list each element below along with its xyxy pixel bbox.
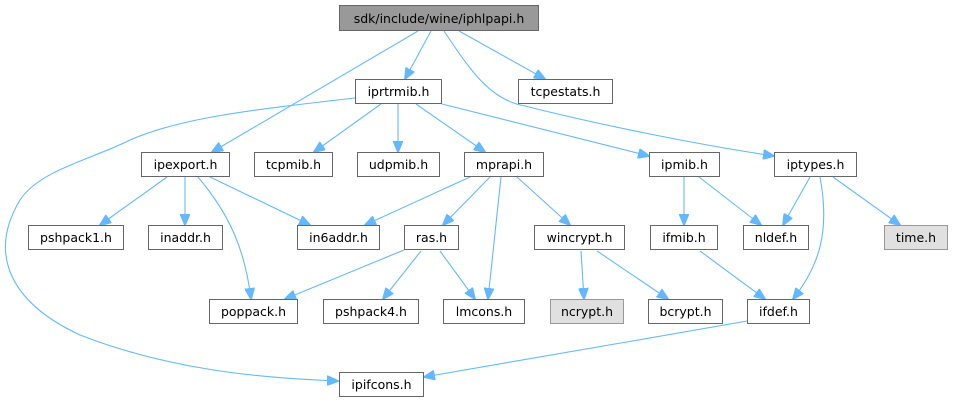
node-ifdef[interactable]: ifdef.h <box>747 299 810 324</box>
node-mprapi[interactable]: mprapi.h <box>464 152 544 177</box>
edge-iprtrmib-mprapi <box>415 103 485 152</box>
edge-mprapi-in6addr <box>365 176 471 225</box>
edge-ras-pshpack4 <box>383 250 422 299</box>
edge-wincrypt-ncrypt <box>581 250 584 299</box>
node-ncrypt: ncrypt.h <box>550 299 624 324</box>
node-poppack[interactable]: poppack.h <box>209 299 298 324</box>
node-tcpmib[interactable]: tcpmib.h <box>254 152 333 177</box>
edge-iprtrmib-tcpmib <box>314 103 382 152</box>
node-time: time.h <box>884 225 948 250</box>
edge-ipmib-nldef <box>698 176 761 225</box>
edge-mprapi-wincrypt <box>516 176 570 225</box>
node-iphlpapi-root[interactable]: sdk/include/wine/iphlpapi.h <box>339 5 539 31</box>
node-in6addr[interactable]: in6addr.h <box>297 225 380 250</box>
node-pshpack4[interactable]: pshpack4.h <box>323 299 419 324</box>
node-bcrypt[interactable]: bcrypt.h <box>648 299 723 324</box>
edge-ras-lmcons <box>439 250 475 299</box>
node-iptypes[interactable]: iptypes.h <box>774 152 857 177</box>
edge-iptypes-ifdef <box>793 176 825 299</box>
node-udpmib[interactable]: udpmib.h <box>357 152 440 177</box>
edge-ipexport-pshpack1 <box>100 176 168 225</box>
node-ipifcons[interactable]: ipifcons.h <box>339 372 424 397</box>
edge-ipexport-in6addr <box>209 176 310 225</box>
edge-ifmib-ifdef <box>699 250 765 299</box>
edge-ipexport-poppack <box>197 176 251 299</box>
node-ipmib[interactable]: ipmib.h <box>649 152 720 177</box>
edge-mprapi-ras <box>443 176 491 225</box>
edge-root-tcpestats <box>458 30 545 79</box>
node-wincrypt[interactable]: wincrypt.h <box>534 225 625 250</box>
node-ras[interactable]: ras.h <box>404 225 459 250</box>
node-tcpestats[interactable]: tcpestats.h <box>518 79 613 104</box>
edge-mprapi-lmcons <box>488 176 502 299</box>
edge-root-ipexport <box>212 30 419 152</box>
node-nldef[interactable]: nldef.h <box>743 225 809 250</box>
edge-ras-poppack <box>285 249 405 299</box>
edge-iprtrmib-ipmib <box>441 103 649 156</box>
node-iprtrmib[interactable]: iprtrmib.h <box>355 79 442 104</box>
node-lmcons[interactable]: lmcons.h <box>443 299 525 324</box>
edge-iptypes-nldef <box>783 176 811 225</box>
edge-root-iprtrmib <box>405 30 432 79</box>
node-pshpack1[interactable]: pshpack1.h <box>28 225 124 250</box>
node-inaddr[interactable]: inaddr.h <box>148 225 223 250</box>
edge-wincrypt-bcrypt <box>596 250 668 299</box>
edge-root-iptypes <box>443 30 774 156</box>
node-ipexport[interactable]: ipexport.h <box>141 152 230 177</box>
edge-ifdef-ipifcons <box>424 320 748 377</box>
node-ifmib[interactable]: ifmib.h <box>650 225 718 250</box>
edge-iptypes-time <box>832 176 900 225</box>
edge-iprtrmib-ipifcons <box>5 97 356 381</box>
